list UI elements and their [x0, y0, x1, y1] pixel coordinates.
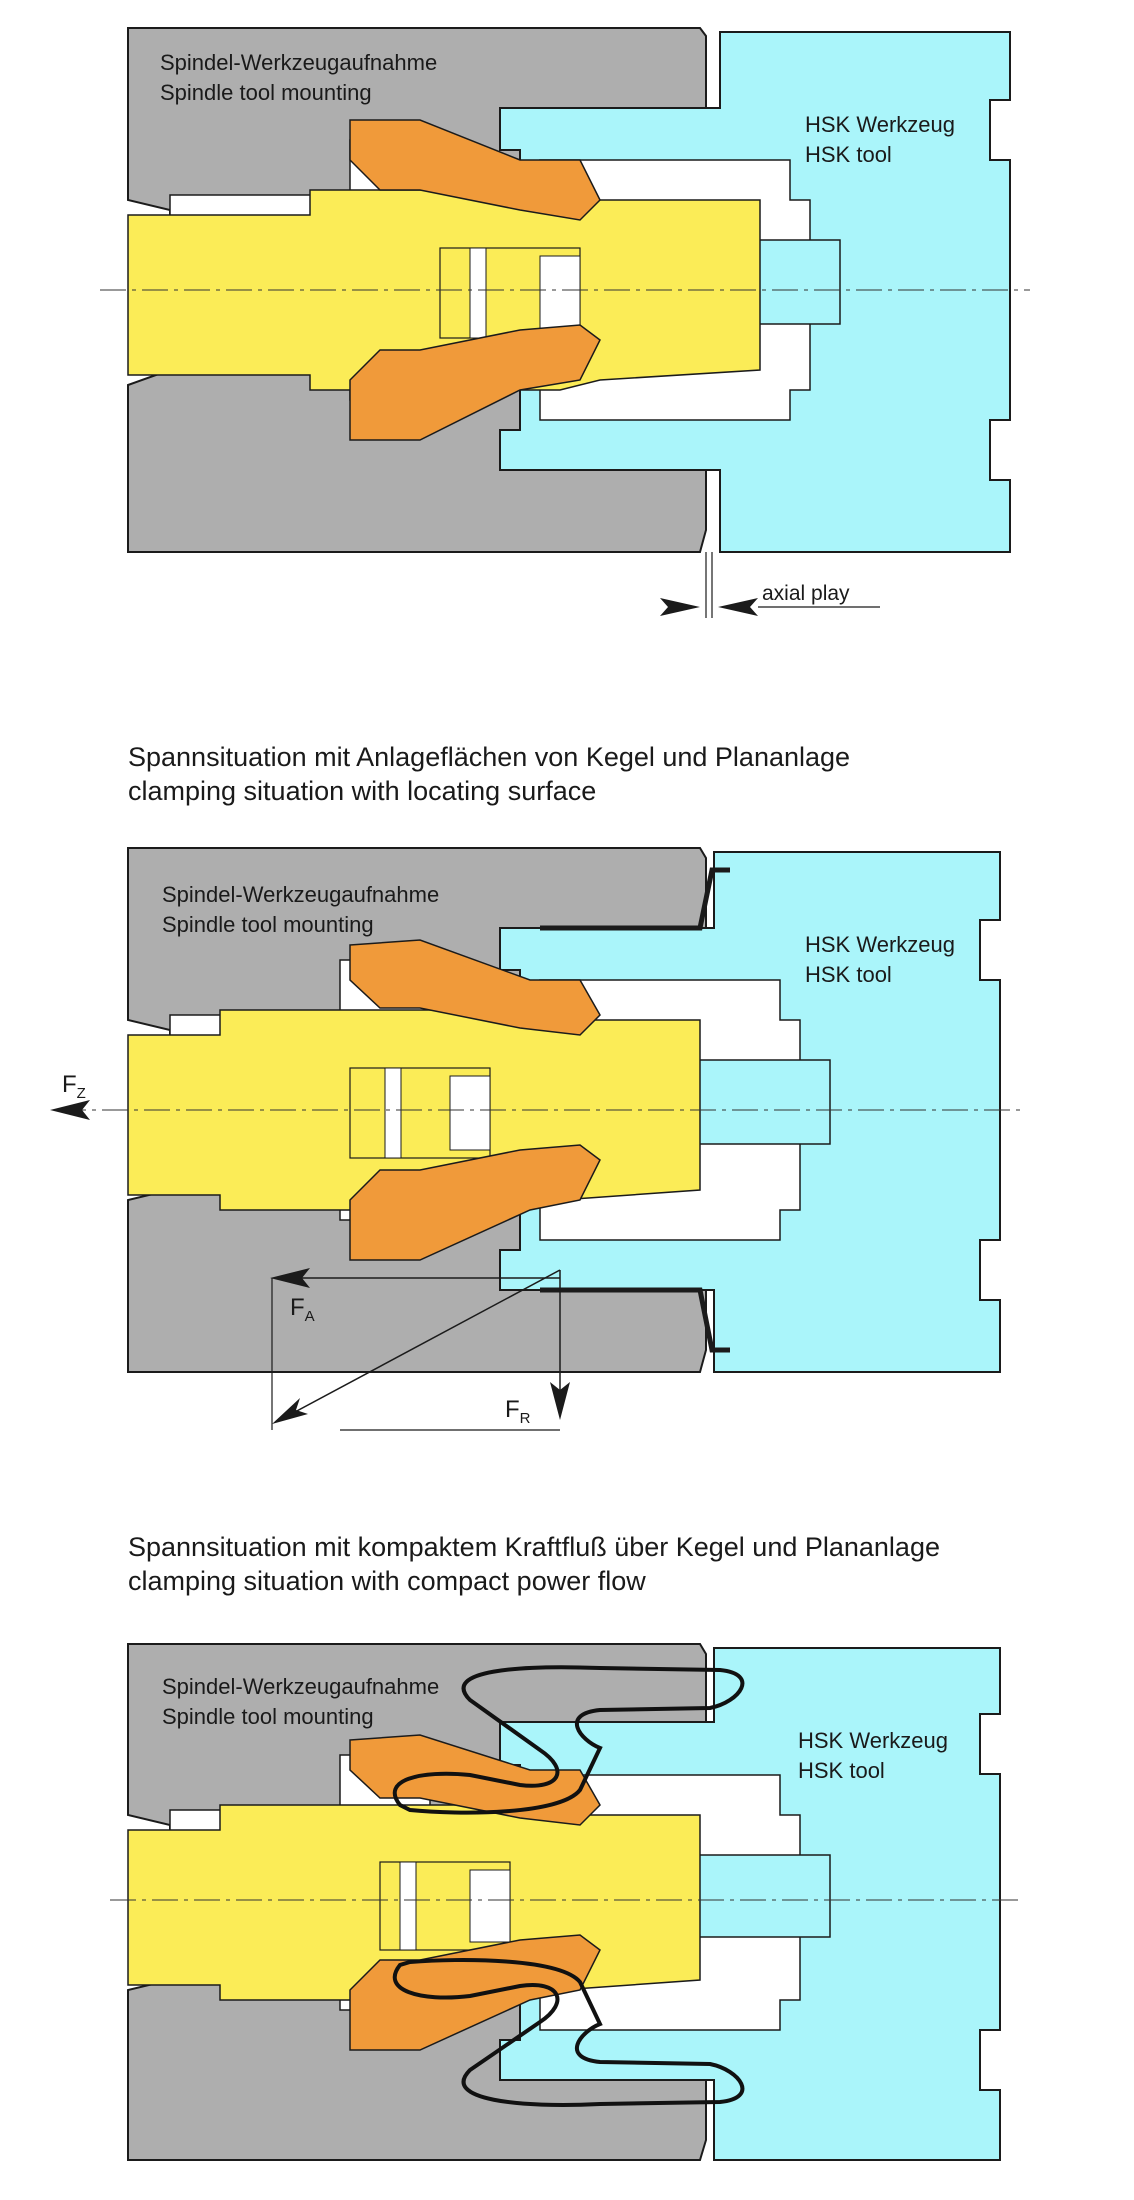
force-r-main: F	[505, 1396, 520, 1423]
locating-surface-top	[540, 867, 730, 931]
clamping-segment-top	[349, 939, 601, 1036]
axial-play-arrow-right	[718, 598, 758, 616]
svg-text:FZ: FZ	[62, 1071, 86, 1102]
spindle-label-de: Spindel-Werkzeugaufnahme	[162, 1674, 439, 1699]
spindle-label-en: Spindle tool mounting	[162, 1704, 374, 1729]
thread-insert	[539, 255, 581, 331]
svg-text:FA: FA	[290, 1294, 315, 1325]
seal-ring	[469, 247, 487, 339]
force-z-arrow	[50, 1100, 90, 1120]
tool-label-en: HSK tool	[805, 142, 892, 167]
caption3-en: clamping situation with compact power fl…	[128, 1566, 646, 1596]
tool-label-en: HSK tool	[798, 1758, 885, 1783]
force-r-sub: R	[520, 1410, 531, 1427]
tool-label-en: HSK tool	[805, 962, 892, 987]
svg-text:FR: FR	[505, 1396, 531, 1427]
tool-label-de: HSK Werkzeug	[805, 932, 955, 957]
caption-compact-power-flow: Spannsituation mit kompaktem Kraftfluß ü…	[128, 1530, 940, 1598]
caption2-en: clamping situation with locating surface	[128, 776, 597, 806]
clamping-segment-top	[349, 119, 601, 221]
force-resultant-arrow	[272, 1398, 308, 1424]
force-a-sub: A	[305, 1308, 315, 1325]
spindle-label-en: Spindle tool mounting	[160, 80, 372, 105]
caption2-de: Spannsituation mit Anlageflächen von Keg…	[128, 742, 851, 772]
force-resultant-line	[279, 1269, 561, 1421]
spindle-label-de: Spindel-Werkzeugaufnahme	[162, 882, 439, 907]
spindle-label-en: Spindle tool mounting	[162, 912, 374, 937]
locating-surface-bottom	[540, 1287, 730, 1353]
seal-ring	[399, 1861, 417, 1951]
force-z-sub: Z	[77, 1085, 86, 1102]
seal-ring	[384, 1067, 402, 1159]
axial-play-label: axial play	[762, 582, 850, 605]
force-a-arrow	[270, 1268, 310, 1288]
section-drawing-3: Spindel-Werkzeugaufnahme Spindle tool mo…	[110, 1643, 1020, 2161]
diagram-panel-locating-surface: FZ FA FR Spindel-Werkzeugaufnahme Spindl…	[0, 830, 1134, 1470]
tool-label-de: HSK Werkzeug	[805, 112, 955, 137]
clamping-segment-top	[349, 1734, 601, 1826]
thread-insert	[469, 1869, 511, 1943]
force-a-main: F	[290, 1294, 305, 1321]
force-r-arrow	[550, 1382, 570, 1420]
section-drawing-2: FZ FA FR Spindel-Werkzeugaufnahme Spindl…	[50, 847, 1020, 1431]
force-z-main: F	[62, 1071, 77, 1098]
spindle-label-de: Spindel-Werkzeugaufnahme	[160, 50, 437, 75]
power-flow-loop-bottom	[392, 1958, 745, 2107]
caption-locating-surface: Spannsituation mit Anlageflächen von Keg…	[128, 740, 850, 808]
clamping-segment-bottom	[349, 1144, 601, 1261]
clamping-segment-bottom	[349, 324, 601, 441]
diagram-panel-axial-play: Spindel-Werkzeugaufnahme Spindle tool mo…	[0, 0, 1134, 640]
caption3-de: Spannsituation mit kompaktem Kraftfluß ü…	[128, 1532, 940, 1562]
section-drawing-1: Spindel-Werkzeugaufnahme Spindle tool mo…	[100, 27, 1030, 618]
tool-label-de: HSK Werkzeug	[798, 1728, 948, 1753]
power-flow-loop-top	[392, 1665, 745, 1815]
thread-insert	[449, 1075, 491, 1151]
axial-play-arrow-left	[660, 598, 700, 616]
diagram-panel-power-flow: Spindel-Werkzeugaufnahme Spindle tool mo…	[0, 1630, 1134, 2190]
